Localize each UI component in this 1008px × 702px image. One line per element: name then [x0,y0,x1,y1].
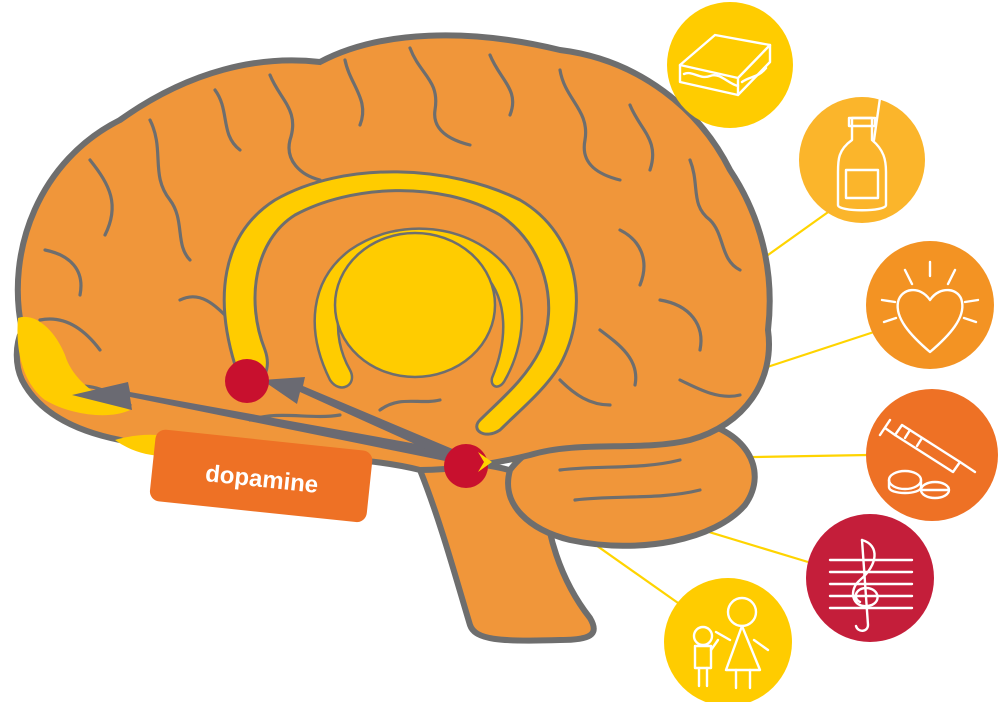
brain [17,35,770,640]
nucleus-accumbens-node [225,359,269,403]
stimulus-family [664,578,792,702]
stimulus-drugs-circle [866,389,998,521]
stimulus-food-circle [667,2,793,128]
stimulus-music [806,514,934,642]
stimulus-love-circle [866,241,994,369]
stimulus-drugs [866,389,998,521]
stimulus-music-circle [806,514,934,642]
stimulus-drink-circle [799,97,925,223]
stimulus-food [667,2,793,128]
stimulus-drink [799,97,925,223]
thalamus [335,233,495,377]
stimulus-love [866,241,994,369]
vta-node [444,444,488,488]
